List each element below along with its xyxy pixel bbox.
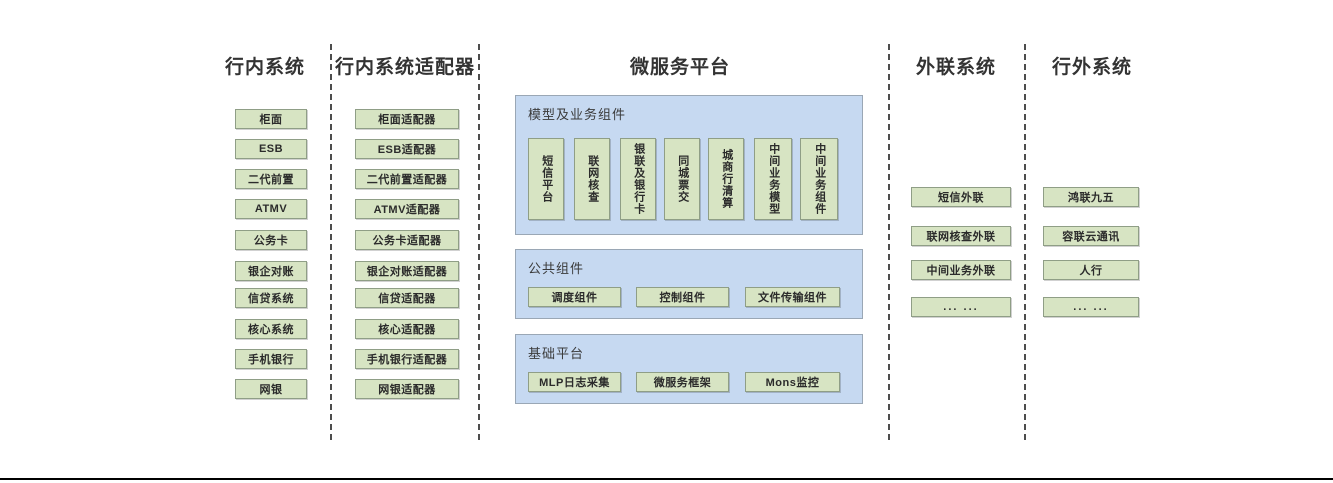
component-box[interactable]: 城商行清算 <box>708 138 744 220</box>
component-box[interactable]: 银联及银行卡 <box>620 138 656 220</box>
component-label: 联网核查 <box>586 155 599 203</box>
list-item[interactable]: 二代前置适配器 <box>355 169 459 189</box>
list-item[interactable]: ATMV适配器 <box>355 199 459 219</box>
column-divider-1 <box>330 44 332 440</box>
list-item[interactable]: 手机银行 <box>235 349 307 369</box>
panel-title-base-platform: 基础平台 <box>528 346 585 361</box>
list-item[interactable]: 中间业务外联 <box>911 260 1011 280</box>
component-box[interactable]: 同城票交 <box>664 138 700 220</box>
list-item[interactable]: 网银 <box>235 379 307 399</box>
component-label: 同城票交 <box>676 155 689 203</box>
panel-title-model-business-components: 模型及业务组件 <box>528 107 627 122</box>
component-box[interactable]: 短信平台 <box>528 138 564 220</box>
list-item[interactable]: 手机银行适配器 <box>355 349 459 369</box>
component-label: 短信平台 <box>540 155 553 203</box>
list-item[interactable]: 核心适配器 <box>355 319 459 339</box>
component-box[interactable]: 控制组件 <box>636 287 729 307</box>
component-box[interactable]: Mons监控 <box>745 372 840 392</box>
column-title-outside-bank-systems: 行外系统 <box>1051 57 1132 78</box>
list-item[interactable]: 鸿联九五 <box>1043 187 1139 207</box>
panel-title-public-components: 公共组件 <box>528 261 585 276</box>
column-title-internal-systems: 行内系统 <box>224 57 305 78</box>
list-item[interactable]: 公务卡适配器 <box>355 230 459 250</box>
list-item[interactable]: 柜面适配器 <box>355 109 459 129</box>
panel-public-components: 公共组件 <box>515 249 863 319</box>
list-item[interactable]: 网银适配器 <box>355 379 459 399</box>
list-item[interactable]: 银企对账适配器 <box>355 261 459 281</box>
list-item[interactable]: ... ... <box>911 297 1011 317</box>
component-label: 中间业务组件 <box>813 143 826 215</box>
component-box[interactable]: 联网核查 <box>574 138 610 220</box>
list-item[interactable]: ATMV <box>235 199 307 219</box>
bottom-divider <box>0 478 1333 480</box>
panel-base-platform: 基础平台 <box>515 334 863 404</box>
component-box[interactable]: 调度组件 <box>528 287 621 307</box>
component-box[interactable]: 中间业务模型 <box>754 138 792 220</box>
component-box[interactable]: 文件传输组件 <box>745 287 840 307</box>
list-item[interactable]: ESB <box>235 139 307 159</box>
list-item[interactable]: 人行 <box>1043 260 1139 280</box>
list-item[interactable]: ESB适配器 <box>355 139 459 159</box>
list-item[interactable]: 公务卡 <box>235 230 307 250</box>
list-item[interactable]: 短信外联 <box>911 187 1011 207</box>
list-item[interactable]: 信贷系统 <box>235 288 307 308</box>
list-item[interactable]: 银企对账 <box>235 261 307 281</box>
list-item[interactable]: 信贷适配器 <box>355 288 459 308</box>
column-title-external-liaison-systems: 外联系统 <box>915 57 996 78</box>
list-item[interactable]: 柜面 <box>235 109 307 129</box>
component-label: 城商行清算 <box>720 149 733 209</box>
column-divider-4 <box>1024 44 1026 440</box>
component-box[interactable]: 微服务框架 <box>636 372 729 392</box>
column-divider-2 <box>478 44 480 440</box>
column-divider-3 <box>888 44 890 440</box>
component-label: 中间业务模型 <box>767 143 780 215</box>
list-item[interactable]: 核心系统 <box>235 319 307 339</box>
component-box[interactable]: MLP日志采集 <box>528 372 621 392</box>
list-item[interactable]: 容联云通讯 <box>1043 226 1139 246</box>
list-item[interactable]: ... ... <box>1043 297 1139 317</box>
component-box[interactable]: 中间业务组件 <box>800 138 838 220</box>
page-title-microservice-platform: 微服务平台 <box>629 57 730 78</box>
column-title-internal-system-adapters: 行内系统适配器 <box>334 57 475 78</box>
list-item[interactable]: 联网核查外联 <box>911 226 1011 246</box>
list-item[interactable]: 二代前置 <box>235 169 307 189</box>
component-label: 银联及银行卡 <box>632 143 645 215</box>
